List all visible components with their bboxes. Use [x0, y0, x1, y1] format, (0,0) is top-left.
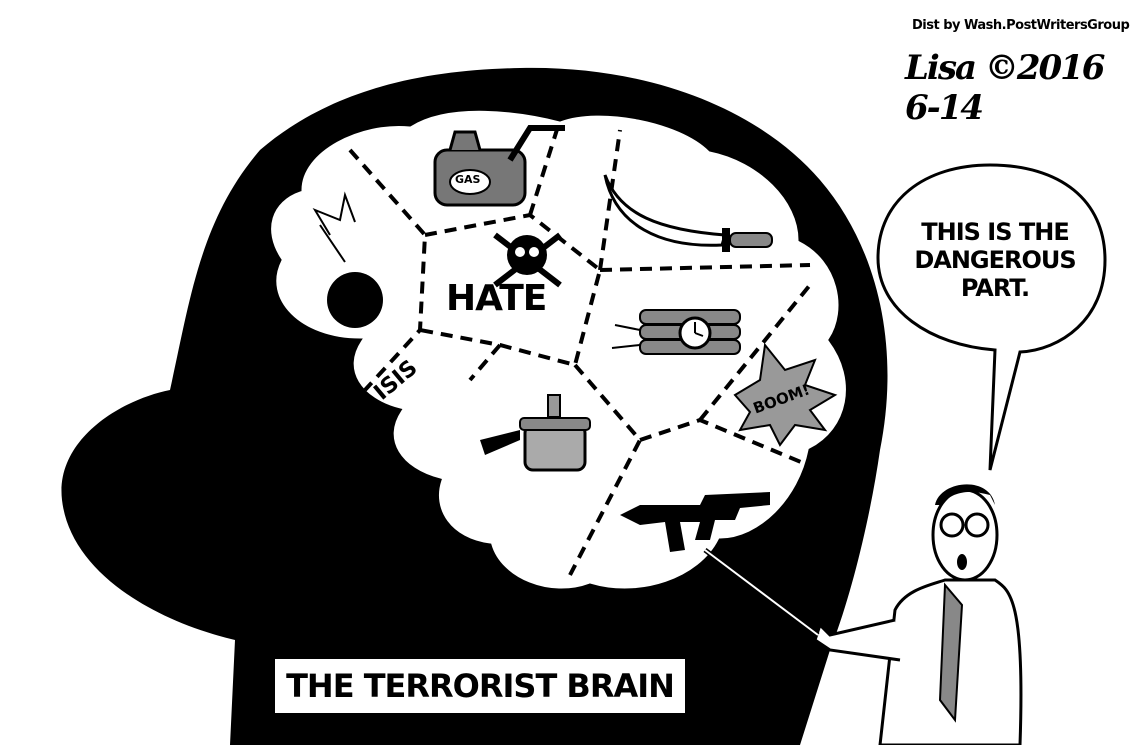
brain-partitions — [348, 119, 821, 576]
brain — [268, 107, 849, 592]
gas-label: GAS — [455, 173, 481, 186]
skull-crossbones-icon — [493, 232, 562, 288]
distribution-credit: Dist by Wash.PostWritersGroup — [912, 18, 1130, 33]
rifle-icon — [620, 492, 770, 552]
artist-signature: Lisa ©2016 6-14 — [905, 48, 1105, 128]
dynamite-clock-icon — [611, 309, 741, 355]
pressure-cooker-icon — [480, 394, 591, 472]
boom-burst-icon — [733, 342, 838, 447]
bomb-icon — [327, 272, 383, 328]
speech-bubble-text: THIS IS THE DANGEROUS PART. — [914, 218, 1076, 302]
caption-label: THE TERRORIST BRAIN — [272, 656, 688, 716]
hate-label: HATE — [446, 278, 547, 319]
sword-icon — [603, 174, 773, 252]
speech-bubble — [876, 163, 1107, 471]
professor-figure — [703, 484, 1023, 745]
